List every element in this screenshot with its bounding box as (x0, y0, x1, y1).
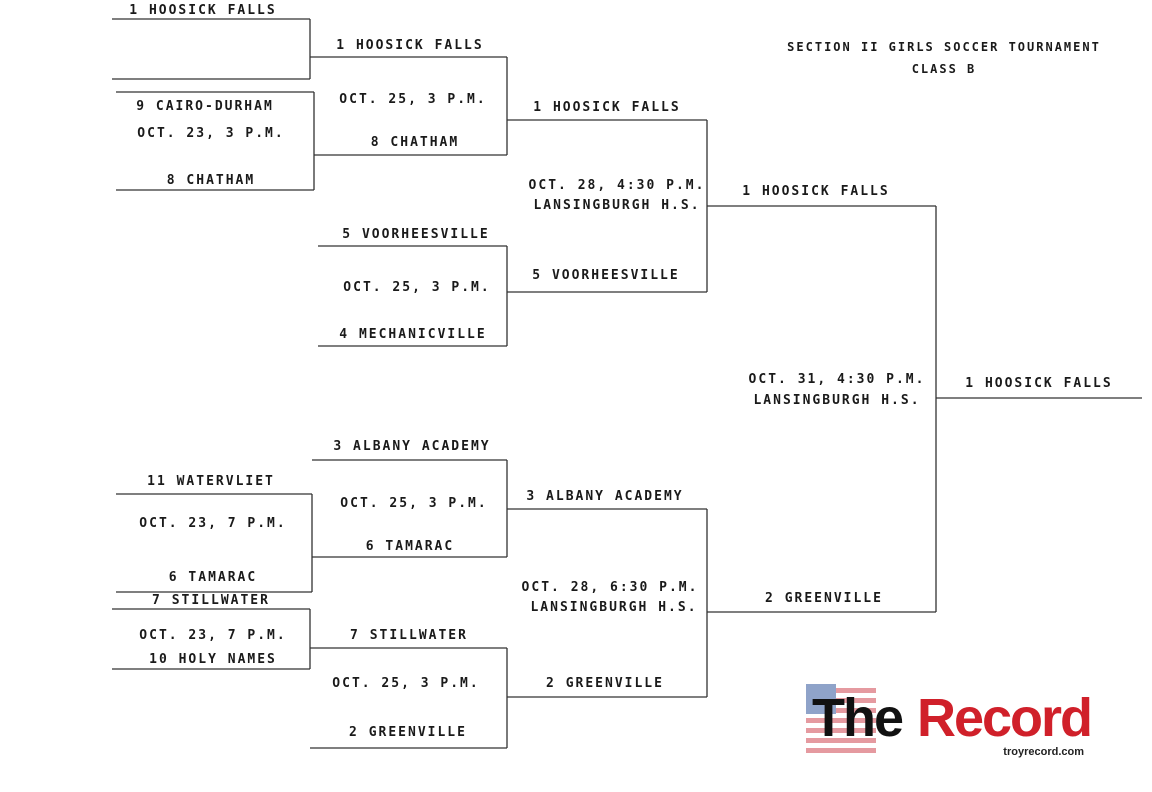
sf2-team-b: 2 GREENVILLE (546, 676, 664, 691)
r1g1-team-a: 9 CAIRO-DURHAM (136, 99, 274, 114)
r2g4-team-a: 7 STILLWATER (350, 628, 468, 643)
r2g4-info: OCT. 25, 3 P.M. (332, 676, 480, 691)
r2g1-team-a: 1 HOOSICK FALLS (336, 38, 484, 53)
final-info-date: OCT. 31, 4:30 P.M. (748, 372, 926, 387)
r2g3-team-b: 6 TAMARAC (365, 539, 455, 554)
tournament-title: SECTION II GIRLS SOCCER TOURNAMENT (787, 40, 1101, 54)
r2g2-info: OCT. 25, 3 P.M. (343, 280, 491, 295)
sf2-team-a: 3 ALBANY ACADEMY (526, 489, 684, 504)
logo-url: troyrecord.com (1003, 746, 1084, 758)
r2g1-info: OCT. 25, 3 P.M. (339, 92, 487, 107)
final-team-a: 1 HOOSICK FALLS (742, 184, 890, 199)
r2g3-team-a: 3 ALBANY ACADEMY (333, 439, 491, 454)
r2g4-team-b: 2 GREENVILLE (349, 725, 467, 740)
flag-icon (806, 684, 876, 754)
tournament-class: CLASS B (911, 62, 977, 76)
sf1-info-date: OCT. 28, 4:30 P.M. (528, 178, 706, 193)
r2g3-info: OCT. 25, 3 P.M. (340, 496, 488, 511)
r1g2-team-a: 11 WATERVLIET (147, 474, 275, 489)
r1g2-info: OCT. 23, 7 P.M. (139, 516, 287, 531)
sf1-info-venue: LANSINGBURGH H.S. (533, 198, 701, 213)
champion-team: 1 HOOSICK FALLS (965, 376, 1113, 391)
the-record-logo: The Record troyrecord.com (806, 684, 1093, 760)
sf1-team-a: 1 HOOSICK FALLS (533, 100, 681, 115)
r1-bye-team: 1 HOOSICK FALLS (129, 3, 277, 18)
r2g2-team-b: 4 MECHANICVILLE (339, 327, 487, 342)
logo-word-the: The (812, 688, 904, 748)
r1g3-team-a: 7 STILLWATER (152, 593, 270, 608)
r1g1-team-b: 8 CHATHAM (166, 173, 256, 188)
r2g2-team-a: 5 VOORHEESVILLE (342, 227, 490, 242)
logo-word-record: Record (917, 688, 1093, 748)
r1g1-info: OCT. 23, 3 P.M. (137, 126, 285, 141)
sf1-team-b: 5 VOORHEESVILLE (532, 268, 680, 283)
r1g2-team-b: 6 TAMARAC (168, 570, 258, 585)
r1g3-team-b: 10 HOLY NAMES (149, 652, 277, 667)
r1g3-info: OCT. 23, 7 P.M. (139, 628, 287, 643)
final-team-b: 2 GREENVILLE (765, 591, 883, 606)
r2g1-team-b: 8 CHATHAM (370, 135, 460, 150)
sf2-info-venue: LANSINGBURGH H.S. (530, 600, 698, 615)
sf2-info-date: OCT. 28, 6:30 P.M. (521, 580, 699, 595)
final-info-venue: LANSINGBURGH H.S. (753, 393, 921, 408)
